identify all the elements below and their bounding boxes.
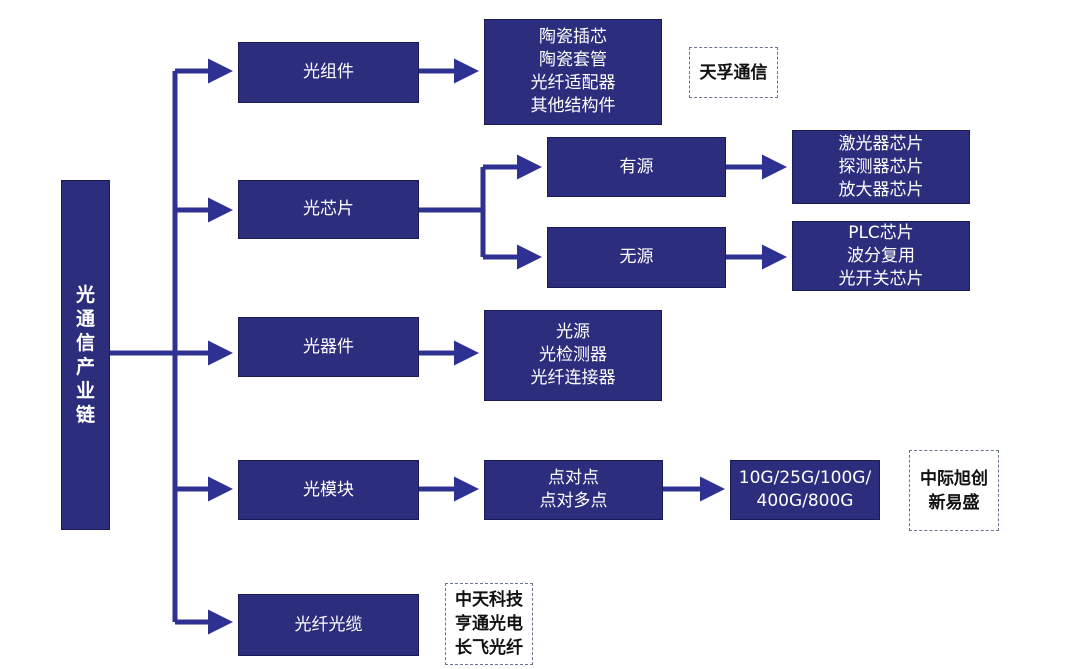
- active-chip-item: 激光器芯片: [838, 133, 924, 154]
- company-note-fiber: 中天科技 亨通光电 长飞光纤: [445, 583, 533, 665]
- module-topology-item: 点对多点: [539, 491, 608, 511]
- assembly-item: 光纤适配器: [530, 73, 616, 93]
- node-optical-assembly-label: 光组件: [303, 62, 354, 82]
- node-device-items: 光源 光检测器 光纤连接器: [484, 310, 662, 401]
- node-module-rates: 10G/25G/100G/ 400G/800G: [730, 460, 880, 520]
- device-item: 光纤连接器: [530, 368, 616, 388]
- module-rate-item: 400G/800G: [756, 491, 854, 511]
- node-optical-device: 光器件: [238, 317, 419, 377]
- assembly-item: 陶瓷插芯: [539, 27, 607, 47]
- node-passive: 无源: [547, 227, 726, 288]
- node-active-chips: 激光器芯片 探测器芯片 放大器芯片: [792, 130, 970, 204]
- active-chip-item: 放大器芯片: [838, 179, 924, 200]
- passive-chip-item: PLC芯片: [848, 222, 914, 243]
- assembly-item: 陶瓷套管: [539, 50, 607, 70]
- root-node-label: 光通信产业链: [75, 284, 95, 426]
- company-note-assembly: 天孚通信: [689, 47, 778, 98]
- node-active: 有源: [547, 137, 726, 197]
- root-node-optical-communication-chain: 光通信产业链: [61, 180, 110, 530]
- node-optical-chip-label: 光芯片: [303, 199, 354, 219]
- node-optical-chip: 光芯片: [238, 180, 419, 239]
- assembly-item: 其他结构件: [530, 96, 616, 116]
- module-rate-item: 10G/25G/100G/: [738, 468, 872, 488]
- node-optical-assembly: 光组件: [238, 42, 419, 103]
- module-topology-item: 点对点: [548, 468, 599, 488]
- node-module-topology: 点对点 点对多点: [484, 460, 663, 520]
- company-name: 长飞光纤: [455, 638, 523, 658]
- device-item: 光检测器: [539, 345, 607, 365]
- node-optical-module: 光模块: [238, 460, 419, 520]
- passive-chip-item: 波分复用: [847, 245, 915, 266]
- node-active-label: 有源: [619, 156, 654, 177]
- company-name: 中际旭创: [920, 468, 988, 489]
- passive-chip-item: 光开关芯片: [838, 268, 924, 289]
- node-passive-label: 无源: [619, 247, 654, 267]
- node-passive-chips: PLC芯片 波分复用 光开关芯片: [792, 221, 970, 291]
- device-item: 光源: [556, 322, 590, 342]
- node-optical-module-label: 光模块: [303, 479, 354, 500]
- company-name: 天孚通信: [699, 62, 768, 83]
- company-name: 新易盛: [928, 492, 980, 513]
- node-assembly-items: 陶瓷插芯 陶瓷套管 光纤适配器 其他结构件: [484, 19, 662, 125]
- active-chip-item: 探测器芯片: [838, 156, 924, 177]
- company-note-module: 中际旭创 新易盛: [909, 450, 999, 531]
- company-name: 中天科技: [455, 590, 523, 610]
- node-fiber-cable-label: 光纤光缆: [294, 614, 363, 635]
- node-fiber-cable: 光纤光缆: [238, 594, 419, 656]
- node-optical-device-label: 光器件: [303, 336, 354, 357]
- company-name: 亨通光电: [455, 614, 523, 634]
